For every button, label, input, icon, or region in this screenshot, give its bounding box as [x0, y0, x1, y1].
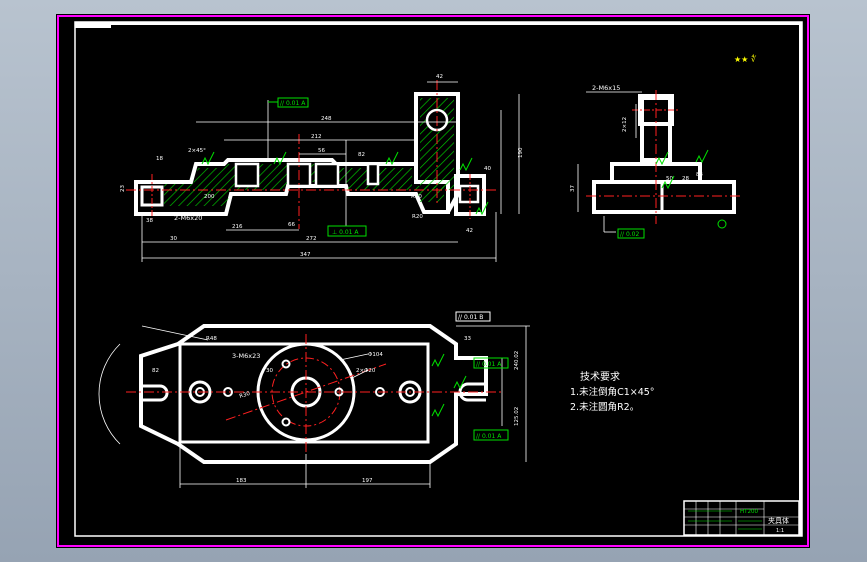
top-dim-82: 82 — [152, 368, 159, 374]
side-view-mark: ★★ ∜ — [734, 54, 757, 64]
side-view-base — [592, 180, 736, 214]
side-dim-50: 50 — [666, 176, 673, 182]
top-tolerance-2-frame — [473, 429, 509, 441]
side-tolerance-frame — [617, 228, 645, 239]
top-view: R48 3-M6x23 Φ104 R30 2×Φ20 30 82 33 240.… — [98, 311, 530, 488]
dim-18: 18 — [156, 156, 163, 162]
top-dim-240: 240.02 — [514, 351, 520, 370]
side-tolerance: // 0.02 — [620, 231, 639, 238]
top-view-outline — [139, 324, 488, 464]
side-roughness-2 — [695, 149, 709, 164]
top-tolerance-b: // 0.01 B — [458, 314, 483, 321]
top-roughness-2 — [431, 403, 445, 418]
top-tolerance-b-frame — [455, 311, 491, 322]
sheet-outer-border — [57, 15, 809, 547]
roughness-mark-4 — [459, 157, 473, 172]
top-dim-2phi20: 2×Φ20 — [356, 368, 376, 374]
drawing-canvas[interactable]: 42 248 212 56 190 18 23 38 200 30 216 66… — [56, 14, 810, 548]
top-tolerance-1: // 0.01 A — [476, 361, 502, 368]
dim-200: 200 — [204, 194, 215, 200]
dim-56: 56 — [318, 148, 325, 154]
tb-part-name: 夹具体 — [768, 516, 789, 525]
side-view: 2-M6x15 2×12 50 28 37 84 // 0.02 ★★ ∜ — [570, 54, 757, 239]
roughness-mark-2 — [273, 151, 287, 166]
dim-40: 40 — [484, 166, 491, 172]
top-dim-r48: R48 — [206, 336, 217, 342]
dim-42b: 42 — [466, 228, 473, 234]
tech-req-title: 技术要求 — [580, 370, 620, 383]
top-roughness-1 — [431, 353, 445, 368]
dim-190: 190 — [518, 147, 524, 158]
front-thread-note: 2-M6x20 — [174, 214, 202, 222]
top-dim-leader-phi104 — [339, 353, 369, 361]
side-dim-28: 28 — [682, 176, 689, 182]
dim-347: 347 — [300, 252, 311, 258]
title-block-frame — [683, 500, 800, 536]
dim-212: 212 — [311, 134, 322, 140]
dim-272: 272 — [306, 236, 317, 242]
tech-requirements: 技术要求 1.未注倒角C1×45° 2.未注圆角R2。 — [570, 370, 655, 413]
front-view-slot-1 — [234, 162, 260, 188]
dim-66: 66 — [288, 222, 295, 228]
top-thread-note: 3-M6x23 — [232, 352, 260, 360]
top-view-thread-hole-1 — [281, 359, 291, 369]
top-view-inner-frame — [178, 342, 430, 444]
top-dim-125: 125.02 — [514, 407, 520, 426]
front-tolerance-perp-frame — [327, 225, 367, 237]
tech-req-item2: 2.未注圆角R2。 — [570, 401, 639, 413]
cad-viewport[interactable]: 42 248 212 56 190 18 23 38 200 30 216 66… — [56, 14, 810, 548]
top-view-left-slot — [141, 384, 169, 402]
top-dim-arc-r48 — [98, 343, 121, 445]
side-dim-37: 37 — [570, 185, 576, 192]
top-dim-33: 33 — [464, 336, 471, 342]
front-tolerance-perp: ⊥ 0.01 A — [332, 229, 359, 236]
front-view-right-pocket — [458, 184, 480, 204]
dim-38: 38 — [146, 218, 153, 224]
front-chamfer-note: 2×45° — [188, 148, 206, 154]
dim-23: 23 — [120, 185, 126, 192]
dim-216: 216 — [232, 224, 243, 230]
dim-30: 30 — [170, 236, 177, 242]
top-tolerance-2: // 0.01 A — [476, 433, 502, 440]
top-dim-183: 183 — [236, 478, 247, 484]
side-roughness-1 — [655, 151, 669, 166]
top-dim-leader-r48 — [141, 325, 209, 341]
top-tolerance-1-frame — [473, 357, 509, 369]
sheet-top-edge — [111, 22, 802, 25]
top-dim-197: 197 — [362, 478, 373, 484]
sheet-right-edge — [799, 22, 802, 536]
title-block: HT200 夹具体 1:1 — [683, 500, 800, 536]
dim-82: 82 — [358, 152, 365, 158]
sheet-top-left-mark — [75, 22, 111, 28]
top-dim-r30: R30 — [239, 391, 252, 400]
side-dim-2x12: 2×12 — [622, 117, 628, 132]
dim-top42: 42 — [436, 74, 443, 80]
front-tolerance-parallel: // 0.01 A — [280, 100, 306, 107]
side-thread-note: 2-M6x15 — [592, 84, 620, 92]
top-view-thread-hole-3 — [281, 417, 291, 427]
tb-scale: 1:1 — [776, 528, 784, 534]
tech-req-item1: 1.未注倒角C1×45° — [570, 386, 655, 398]
top-roughness-3 — [453, 375, 467, 390]
top-dim-phi104: Φ104 — [368, 352, 383, 358]
tb-material: HT200 — [740, 509, 758, 515]
dim-r20: R20 — [412, 214, 423, 220]
roughness-mark-3 — [385, 151, 399, 166]
front-view: 42 248 212 56 190 18 23 38 200 30 216 66… — [120, 74, 524, 262]
side-roughness-3 — [661, 175, 675, 190]
side-dim-84: 84 — [696, 172, 703, 178]
roughness-mark-1 — [201, 151, 215, 166]
dim-r30: R30 — [411, 194, 422, 200]
top-dim-leader-2phi20 — [351, 369, 369, 379]
top-view-right-slot — [458, 382, 486, 402]
side-datum-mark — [717, 219, 727, 229]
front-view-slot-4 — [366, 162, 380, 186]
top-dim-30: 30 — [266, 368, 273, 374]
dim-248: 248 — [321, 116, 332, 122]
front-view-slot-3 — [314, 162, 340, 188]
roughness-mark-5 — [475, 201, 489, 216]
